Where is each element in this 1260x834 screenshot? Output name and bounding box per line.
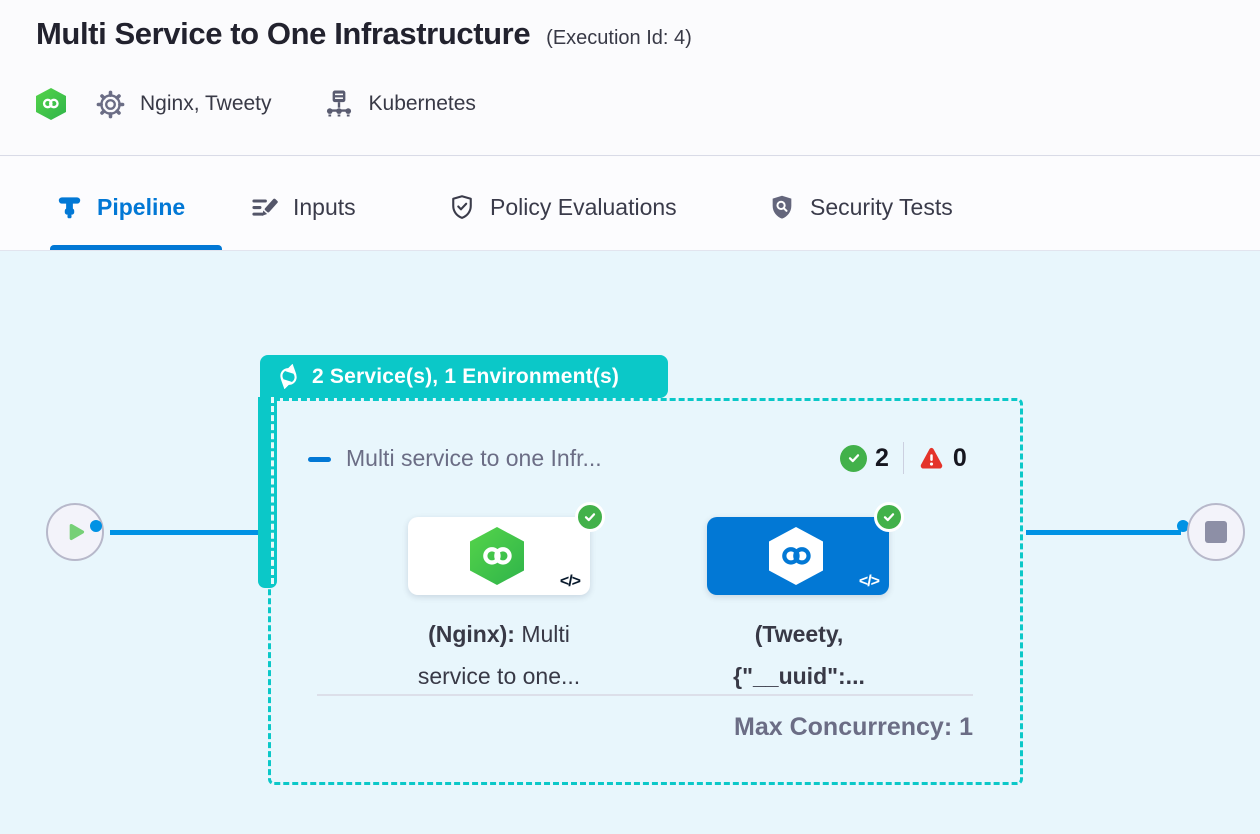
- success-check-icon: [874, 502, 904, 532]
- stage-accent-strip: [258, 397, 277, 588]
- tab-inputs[interactable]: Inputs: [250, 187, 356, 227]
- connector-ring-end[interactable]: [1177, 520, 1189, 532]
- execution-id: (Execution Id: 4): [546, 27, 692, 49]
- stage-name: Multi service to one Infr...: [346, 444, 602, 471]
- services-label: Nginx, Tweety: [140, 92, 272, 115]
- gear-icon: [96, 90, 125, 118]
- service-name-line2: {"__uuid":...: [733, 663, 865, 689]
- code-icon: </>: [858, 573, 880, 590]
- tab-policy-evaluations-label: Policy Evaluations: [490, 193, 677, 220]
- harness-service-icon: [769, 527, 823, 585]
- service-card-tweety[interactable]: </>: [707, 502, 904, 595]
- success-check-icon: [575, 502, 605, 532]
- stop-icon: [1205, 521, 1227, 543]
- page-header: Multi Service to One Infrastructure (Exe…: [0, 0, 1260, 156]
- harness-service-icon: [470, 527, 524, 585]
- page-title: Multi Service to One Infrastructure: [36, 16, 531, 51]
- shield-check-icon: [452, 195, 472, 219]
- tab-security-tests[interactable]: Security Tests: [768, 187, 953, 227]
- pipeline-canvas[interactable]: 2 Service(s), 1 Environment(s) Multi ser…: [0, 251, 1260, 834]
- edge-start-to-stage: [110, 530, 258, 535]
- warning-triangle-icon: [920, 447, 943, 469]
- tab-bar: Pipeline Inputs Policy Evaluations Secur…: [0, 157, 1260, 251]
- meta-row: Nginx, Tweety Kubernetes: [36, 87, 476, 121]
- edge-stage-to-end: [1026, 530, 1181, 535]
- connector-ring-start[interactable]: [90, 520, 102, 532]
- success-check-icon: [840, 444, 867, 472]
- service-label-tweety: (Tweety, {"__uuid":...: [634, 613, 964, 697]
- tab-pipeline[interactable]: Pipeline: [56, 187, 185, 227]
- strip-dash-overlay: [271, 397, 274, 584]
- tab-inputs-label: Inputs: [293, 193, 356, 220]
- infrastructure-icon: [326, 90, 351, 117]
- max-concurrency-label: Max Concurrency: 1: [734, 713, 973, 741]
- service-name: (Tweety,: [754, 621, 844, 647]
- stage-group-badge-label: 2 Service(s), 1 Environment(s): [312, 364, 620, 388]
- tab-security-tests-label: Security Tests: [810, 193, 953, 220]
- active-tab-underline: [50, 245, 222, 250]
- pipeline-start-node[interactable]: [46, 503, 104, 561]
- pipeline-end-node[interactable]: [1187, 503, 1245, 561]
- stage-status-cluster: 2 0: [840, 440, 967, 476]
- service-label-nginx: (Nginx): Multi service to one...: [334, 613, 664, 697]
- service-card-nginx[interactable]: </>: [408, 502, 605, 595]
- inputs-icon: [252, 198, 278, 216]
- collapse-minus-icon[interactable]: [308, 456, 331, 462]
- title-row: Multi Service to One Infrastructure (Exe…: [36, 16, 692, 52]
- infrastructure-label: Kubernetes: [368, 92, 476, 115]
- harness-service-icon: [36, 88, 66, 120]
- cycle-icon: [280, 364, 297, 389]
- pipeline-icon: [58, 196, 81, 218]
- play-icon: [69, 523, 85, 541]
- stage-footer-divider: [317, 694, 973, 696]
- stage-group-badge[interactable]: 2 Service(s), 1 Environment(s): [260, 355, 668, 398]
- stage-header: Multi service to one Infr...: [308, 440, 968, 476]
- success-count: 2: [875, 443, 889, 472]
- code-icon: </>: [559, 573, 581, 590]
- service-name-rest: Multi: [514, 621, 570, 647]
- status-divider: [902, 442, 904, 474]
- tab-policy-evaluations[interactable]: Policy Evaluations: [448, 187, 677, 227]
- tab-pipeline-label: Pipeline: [97, 193, 186, 220]
- service-name-line2: service to one...: [417, 663, 581, 689]
- shield-search-icon: [772, 195, 792, 219]
- stage-dashed-container[interactable]: [268, 398, 1023, 785]
- service-name: (Nginx):: [428, 621, 515, 647]
- failed-count: 0: [952, 443, 967, 472]
